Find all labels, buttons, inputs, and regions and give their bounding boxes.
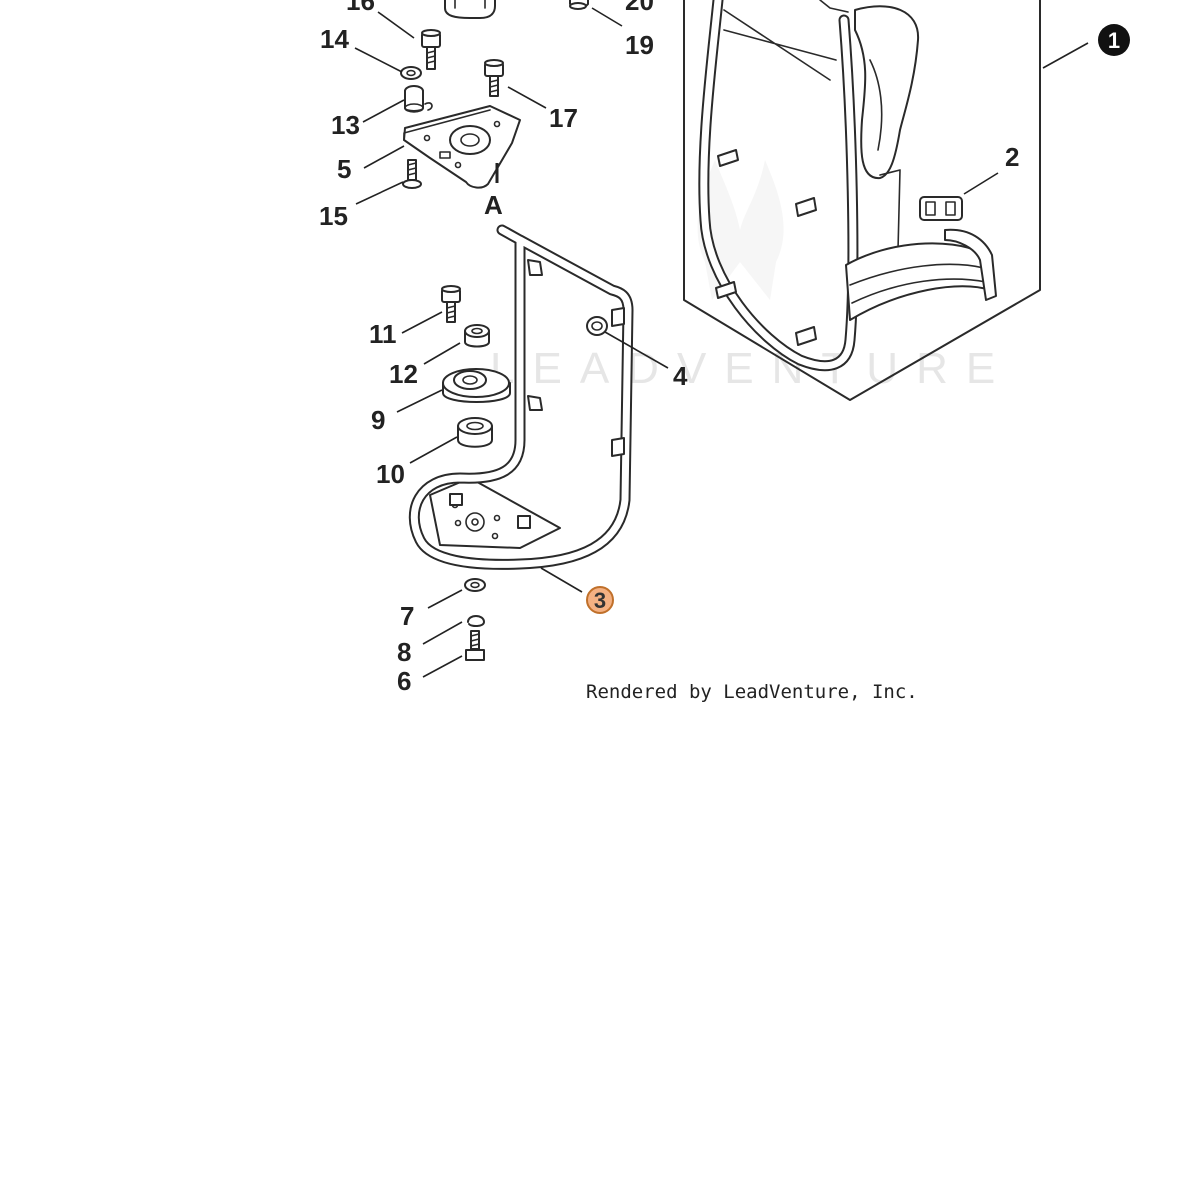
part-7-washer	[464, 578, 486, 592]
callout-11: 11	[369, 319, 397, 349]
callout-20: 20	[625, 0, 654, 16]
part-12-spacer	[464, 324, 490, 348]
callout-2: 2	[1005, 142, 1019, 172]
part-8-lock-washer	[467, 615, 485, 628]
callout-15: 15	[319, 201, 348, 231]
callout-1-badge: 1	[1098, 24, 1130, 56]
callout-14: 14	[320, 24, 349, 54]
callout-13: 13	[331, 110, 360, 140]
callout-6: 6	[397, 666, 411, 696]
leader-lines	[354, 7, 1089, 678]
part-13-grommet	[404, 85, 433, 113]
callout-5: 5	[337, 154, 351, 184]
part-11-bolt	[441, 285, 461, 323]
callout-4: 4	[673, 361, 688, 391]
part-14-washer	[400, 66, 422, 80]
frame-studs	[715, 149, 817, 346]
callout-A: A	[484, 190, 503, 220]
watermark-text: LEADVENTURE	[490, 344, 1013, 393]
callout-19: 19	[625, 30, 654, 60]
part-6-screw	[465, 630, 485, 661]
part-19-nut	[569, 2, 587, 10]
callout-9: 9	[371, 405, 385, 435]
part-4-bushing	[586, 316, 608, 336]
callout-10: 10	[376, 459, 405, 489]
callout-3-highlight-badge: 3	[586, 586, 614, 614]
part-15-screw	[402, 159, 422, 189]
part-10-sleeve	[457, 417, 493, 448]
callout-7: 7	[400, 601, 414, 631]
part-2-buckle-icon	[919, 196, 963, 221]
part-1-backpack-frame	[683, 0, 1041, 401]
callout-3: 3	[594, 588, 606, 613]
part-17-bolt	[484, 59, 504, 97]
part-3-lower-frame	[408, 224, 634, 570]
render-credit: Rendered by LeadVenture, Inc.	[586, 681, 918, 703]
callout-1: 1	[1108, 28, 1120, 53]
callout-16: 16	[346, 0, 375, 16]
callout-8: 8	[397, 637, 411, 667]
callout-12: 12	[389, 359, 418, 389]
part-16-bolt	[421, 29, 441, 70]
part-5-bracket-plate	[403, 105, 521, 189]
top-clipped-part	[444, 0, 496, 19]
part-9-rubber-mount	[442, 368, 511, 403]
callout-17: 17	[549, 103, 578, 133]
